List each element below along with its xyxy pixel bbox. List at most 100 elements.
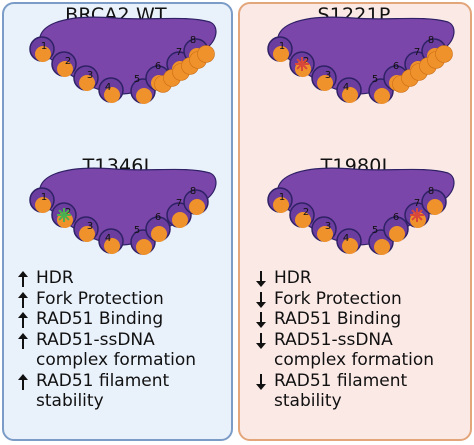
rad51-monomer	[295, 212, 311, 228]
effect-label: complex formation	[36, 350, 197, 370]
arrow-down-icon	[256, 373, 266, 390]
rad51-monomer	[317, 226, 333, 242]
rad51-monomer	[342, 238, 358, 254]
effect-item: Fork Protection	[252, 289, 434, 310]
brca2-diagram-t1980i: 123 4 5 6 78	[267, 167, 455, 255]
effect-label: RAD51 Binding	[36, 309, 164, 329]
repeat-number: 6	[393, 61, 399, 72]
repeat-number: 1	[279, 41, 285, 52]
arrow-up-icon	[18, 312, 28, 328]
repeat-number: 6	[393, 212, 399, 223]
rad51-monomer	[389, 226, 405, 242]
brc-repeat-6: 6	[145, 212, 171, 242]
repeat-number: 3	[325, 221, 331, 232]
brc-repeat-4: 4	[98, 228, 124, 254]
brc-repeat-8: 8	[421, 186, 447, 215]
brc-repeat-3: 3	[73, 216, 99, 242]
repeat-number: 3	[87, 70, 93, 81]
repeat-number: 5	[372, 225, 378, 236]
repeat-number: 6	[155, 61, 161, 72]
rad51-filament	[154, 45, 215, 93]
effect-item: HDR	[252, 268, 434, 289]
mutation-site-star-icon	[57, 208, 71, 222]
brc-repeat-3: 3	[311, 65, 337, 91]
brc-repeat-1: 1	[267, 36, 293, 62]
mutation-site-star-icon	[410, 208, 424, 222]
rad51-monomer	[317, 75, 333, 91]
repeat-number: 1	[279, 192, 285, 203]
effect-label: RAD51-ssDNA	[36, 329, 155, 350]
rad51-monomer	[273, 197, 289, 213]
repeat-number: 1	[41, 192, 47, 203]
repeat-number: 2	[303, 56, 309, 67]
repeat-number: 2	[65, 207, 71, 218]
brc-repeat-1: 1	[29, 187, 55, 213]
repeat-number: 7	[414, 198, 420, 209]
effect-label: RAD51 filament	[36, 370, 170, 391]
brc-repeat-8: 8	[183, 186, 209, 215]
rad51-monomer	[172, 212, 188, 228]
brc-repeat-4: 4	[336, 77, 362, 103]
arrow-up-icon	[18, 373, 28, 390]
rad51-monomer	[79, 75, 95, 91]
brc-repeat-7: 7	[166, 198, 192, 228]
rad51-monomer	[104, 87, 120, 103]
rad51-monomer	[189, 199, 205, 215]
repeat-number: 3	[87, 221, 93, 232]
mutation-site-star-icon	[295, 57, 309, 71]
rad51-monomer	[104, 238, 120, 254]
effect-label: RAD51 Binding	[274, 309, 402, 329]
repeat-number: 8	[428, 35, 434, 46]
repeat-number: 4	[105, 82, 111, 93]
rad51-monomer	[136, 88, 152, 104]
effect-item: RAD51 Binding	[252, 309, 434, 330]
repeat-number: 4	[343, 82, 349, 93]
repeat-number: 4	[105, 233, 111, 244]
brc-repeat-1: 1	[267, 187, 293, 213]
brca2-diagram-s1221p: 1 2 3 4 5 6 78	[267, 16, 455, 104]
brc-repeat-2: 2	[289, 202, 315, 228]
effect-item: Fork Protection	[14, 289, 196, 310]
rad51-filament	[392, 45, 453, 93]
rad51-monomer	[427, 199, 443, 215]
repeat-number: 6	[155, 212, 161, 223]
effect-label: HDR	[36, 268, 74, 288]
arrow-down-icon	[256, 271, 266, 287]
brc-repeat-3: 3	[311, 216, 337, 242]
rad51-monomer	[273, 46, 289, 62]
rad51-monomer	[57, 61, 73, 77]
rad51-monomer	[151, 226, 167, 242]
brc-repeat-3: 3	[73, 65, 99, 91]
brc-repeat-1: 1	[29, 36, 55, 62]
repeat-number: 4	[343, 233, 349, 244]
effect-label: Fork Protection	[274, 288, 402, 309]
rad51-monomer	[35, 197, 51, 213]
repeat-number: 8	[190, 186, 196, 197]
rad51-monomer	[374, 239, 390, 255]
effect-label: Fork Protection	[36, 288, 164, 309]
arrow-up-icon	[18, 332, 28, 349]
effect-label: complex formation	[274, 350, 435, 370]
repeat-number: 7	[414, 47, 420, 58]
effect-label: RAD51-ssDNA	[274, 329, 393, 350]
effect-label: stability	[274, 391, 342, 411]
repeat-number: 5	[372, 74, 378, 85]
repeat-number: 7	[176, 198, 182, 209]
brc-repeat-4: 4	[98, 77, 124, 103]
rad51-monomer	[136, 239, 152, 255]
effect-item: RAD51 Binding	[14, 309, 196, 330]
brc-repeat-4: 4	[336, 228, 362, 254]
repeat-number: 5	[134, 225, 140, 236]
repeat-number: 7	[176, 47, 182, 58]
repeat-number: 1	[41, 41, 47, 52]
rad51-monomer	[342, 87, 358, 103]
repeat-number: 8	[428, 186, 434, 197]
arrow-down-icon	[256, 312, 266, 328]
repeat-number: 3	[325, 70, 331, 81]
effect-label: RAD51 filament	[274, 370, 408, 391]
